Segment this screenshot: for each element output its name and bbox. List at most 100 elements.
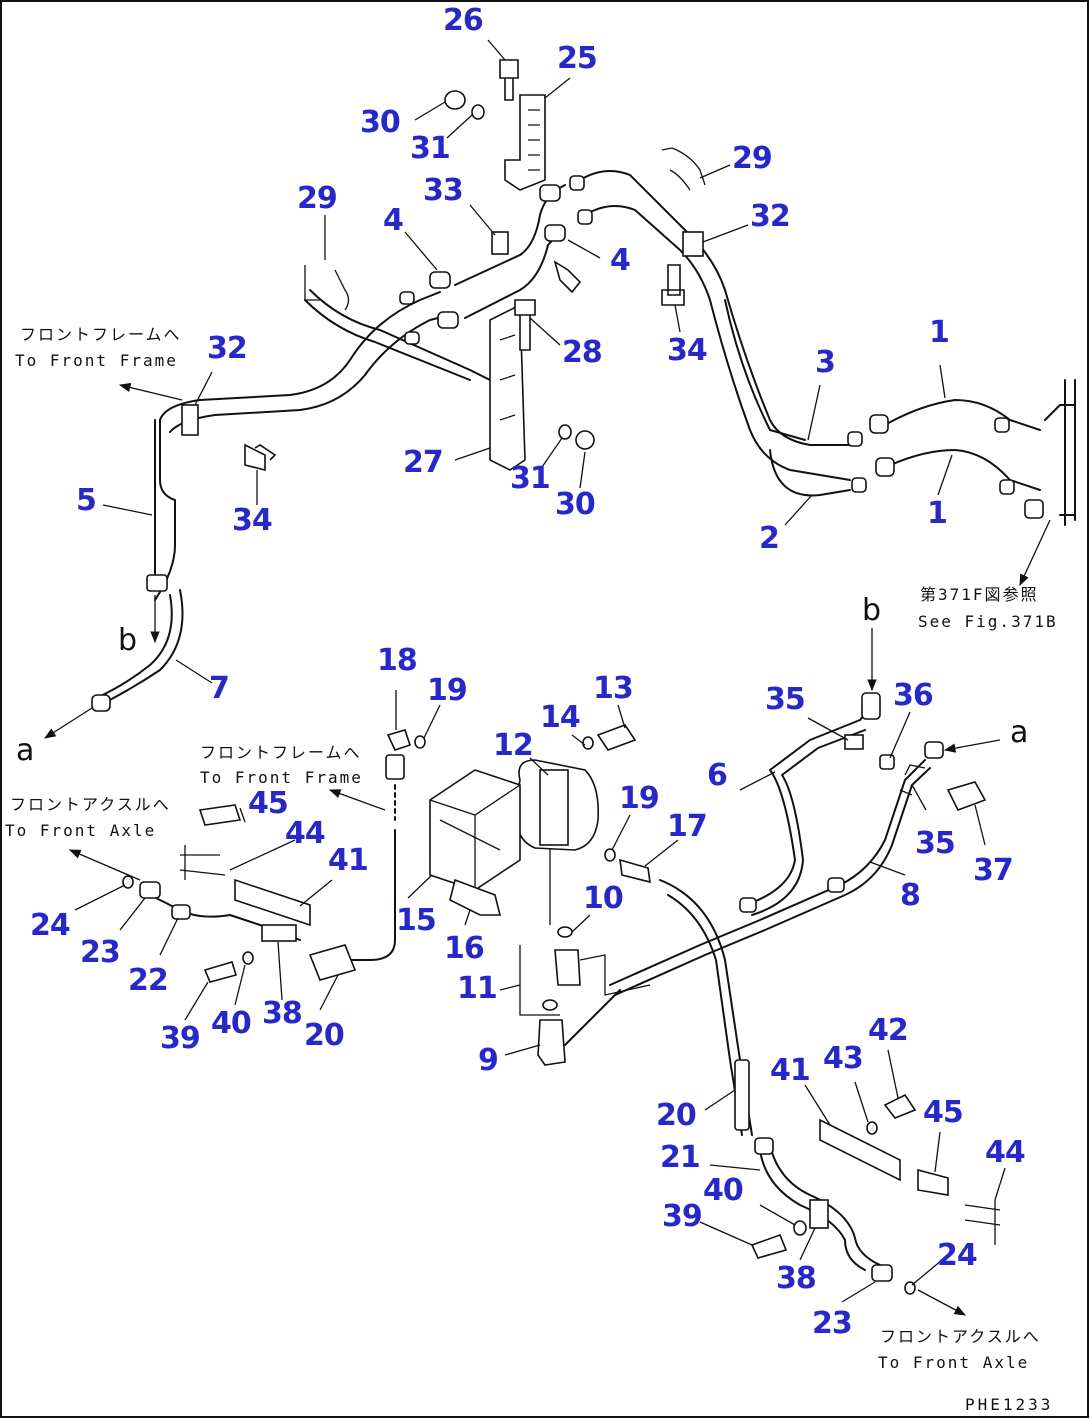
note-see-fig-jp: 第371F図参照: [920, 585, 1039, 604]
callout-40: 40: [703, 1173, 743, 1208]
fitting-e: [569, 175, 585, 191]
callout-8: 8: [900, 878, 920, 913]
callout-29: 29: [732, 141, 772, 176]
callout-31: 31: [510, 461, 550, 496]
line-9-to-8: [564, 989, 621, 1046]
washer-31-lower: [558, 424, 572, 440]
callout-32: 32: [207, 331, 247, 366]
figure-code: PHE1233: [965, 1395, 1053, 1414]
callout-numbers: 26 25 30 31 29 33 29 4 32 4 28 34 32 1 3…: [30, 3, 1026, 1341]
callout-38: 38: [776, 1261, 816, 1296]
callout-13: 13: [593, 671, 633, 706]
bolt-45-left: [198, 804, 242, 826]
callout-12: 12: [493, 728, 533, 763]
callout-20: 20: [304, 1018, 344, 1053]
pipe-7-inner: [95, 594, 173, 699]
fitting-21-top: [754, 1137, 774, 1155]
bolt-34-right: [661, 264, 685, 306]
pipe-upper-outer: [154, 419, 176, 601]
fitting-f: [577, 209, 593, 225]
callout-1: 1: [927, 496, 947, 531]
connection-letter-b: b: [862, 593, 881, 628]
pipe-6: [744, 704, 873, 906]
callout-39: 39: [662, 1199, 702, 1234]
washer-19-top: [414, 735, 426, 749]
callout-23: 23: [812, 1306, 852, 1341]
bolt-39-left: [203, 961, 238, 983]
pipe-upper-run-a: [159, 291, 441, 421]
see-fig-arrow: [1019, 519, 1051, 587]
callout-7: 7: [209, 671, 229, 706]
callout-18: 18: [377, 643, 417, 678]
fitting-23-right: [871, 1264, 893, 1282]
callout-19: 19: [427, 673, 467, 708]
callout-10: 10: [583, 881, 623, 916]
clamp-41-left: [234, 878, 311, 927]
direction-arrows: [44, 382, 1051, 1316]
clamp-33: [491, 231, 509, 255]
bolt-34-left: [244, 443, 277, 472]
pipe-2: [769, 449, 851, 497]
plate-44-left: [179, 845, 226, 880]
note-front-axle-en: To Front Axle: [878, 1353, 1029, 1372]
fitting-10: [554, 949, 581, 986]
pipe-top-to-right-b: [584, 205, 851, 481]
fitting-9: [537, 1019, 566, 1066]
fitting-36-top: [861, 692, 881, 720]
note-front-frame-en: To Front Frame: [200, 768, 363, 787]
callout-45: 45: [923, 1095, 963, 1130]
washer-31-top: [471, 104, 485, 120]
bolt-16: [449, 878, 502, 916]
callout-35: 35: [765, 682, 805, 717]
callout-39: 39: [160, 1021, 200, 1056]
washer-19-right: [604, 848, 616, 862]
bolt-37: [946, 781, 987, 811]
pipe-1-upper: [884, 399, 1041, 431]
pipe-7: [99, 589, 184, 706]
connection-letter-b: b: [118, 623, 137, 658]
callout-17: 17: [667, 809, 707, 844]
plug-36: [879, 754, 895, 770]
bolt-28: [514, 299, 536, 351]
pipe-8: [609, 759, 926, 986]
callout-34: 34: [232, 503, 272, 538]
cross-tube-b: [304, 299, 471, 381]
callout-5: 5: [76, 483, 96, 518]
callout-24: 24: [30, 908, 70, 943]
callout-27: 27: [403, 445, 443, 480]
callout-11: 11: [457, 971, 497, 1006]
fitting-c: [539, 184, 561, 202]
nut-30-lower: [575, 430, 595, 450]
callout-14: 14: [540, 700, 580, 735]
clamp-41-right: [819, 1118, 901, 1182]
clamp-32-right: [682, 231, 704, 257]
callout-40: 40: [211, 1006, 251, 1041]
callout-41: 41: [328, 843, 368, 878]
pipe-3: [724, 299, 806, 441]
pipe-6-fitting: [739, 897, 757, 913]
callout-21: 21: [660, 1140, 700, 1175]
callout-30: 30: [555, 487, 595, 522]
callout-4: 4: [610, 243, 630, 278]
tube-21-b: [769, 1144, 881, 1266]
bracket-11: [519, 945, 651, 1016]
annotation-notes: フロントフレームへ To Front Frame フロントフレームへ To Fr…: [5, 325, 1056, 1414]
clamp-29-right: [661, 147, 706, 191]
pipe-from-18: [344, 829, 396, 961]
nut-30-top: [444, 90, 466, 110]
pipe-1-lower: [879, 449, 1041, 491]
callout-22: 22: [128, 963, 168, 998]
pipe-8-fitting: [827, 877, 845, 893]
callout-6: 6: [707, 758, 727, 793]
screw-4-right: [553, 260, 582, 294]
washer-40-left: [242, 951, 254, 965]
callout-31: 31: [410, 131, 450, 166]
callout-43: 43: [823, 1041, 863, 1076]
right-bracket: [1044, 379, 1076, 526]
callout-41: 41: [770, 1053, 810, 1088]
bolt-13: [596, 724, 637, 751]
connection-letter-a: a: [16, 733, 34, 768]
valve-12-flange: [539, 769, 569, 846]
lower-pipe-assembly: [122, 692, 1001, 1295]
